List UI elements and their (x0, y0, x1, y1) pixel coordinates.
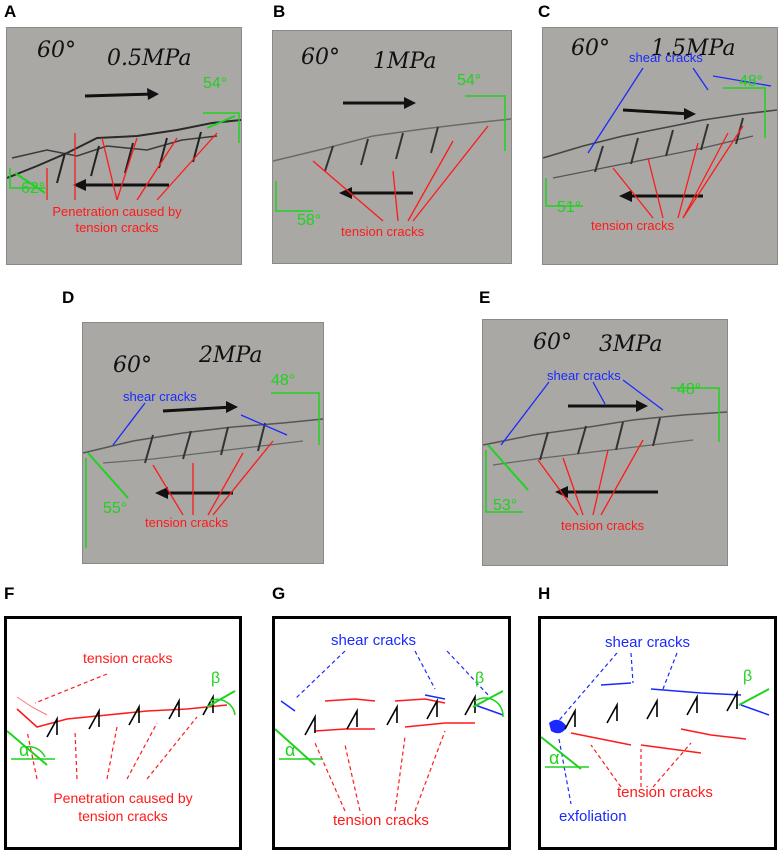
panel-e-red-text-1: tension cracks (561, 518, 645, 533)
panel-c-pressure: 1.5MPa (651, 36, 736, 61)
panel-d-shear-text: shear cracks (123, 389, 197, 404)
photo-panel-a: 60° 0.5MPa 54° 62° Penetration caused by… (6, 27, 242, 265)
panel-d-angle: 60° (113, 353, 152, 378)
panel-a-red-text-1: Penetration caused by (52, 204, 182, 219)
panel-letter-b: B (273, 2, 286, 21)
panel-letter-a: A (4, 2, 17, 21)
panel-d-alpha: 55° (103, 500, 128, 517)
panel-e-angle: 60° (533, 330, 572, 355)
sketch-panel-g: shear cracks β α tension cracks (272, 616, 511, 850)
panel-letter-f: F (4, 584, 15, 603)
panel-h-bottom-red: tension cracks (617, 784, 713, 801)
panel-a-drawing (7, 88, 241, 201)
panel-c-angle: 60° (571, 36, 610, 61)
sketch-panel-f: tension cracks β α Penetration caused by… (4, 616, 242, 850)
photo-panel-b: 60° 1MPa 54° 58° tension cracks (272, 30, 512, 264)
panel-g-drawing (275, 650, 504, 812)
panel-e-alpha: 53° (493, 497, 518, 514)
panel-f-bottom-red-1: Penetration caused by (53, 790, 193, 806)
panel-letter-g: G (272, 584, 286, 603)
panel-c-alpha: 51° (557, 199, 582, 216)
panel-f-top-red: tension cracks (83, 650, 173, 666)
panel-e-pressure: 3MPa (599, 332, 663, 357)
panel-g-beta: β (475, 670, 485, 687)
panel-d-beta: 48° (271, 372, 296, 389)
panel-b-alpha: 58° (297, 212, 322, 229)
panel-h-alpha: α (549, 748, 560, 768)
photo-panel-d: 60° 2MPa shear cracks 48° 55° tension cr… (82, 322, 324, 564)
photo-panel-c: 60° 1.5MPa shear cracks 48° 51° tension … (542, 27, 778, 265)
panel-a-alpha: 62° (21, 180, 46, 197)
sketch-panel-h: shear cracks β α tension cracks exfoliat… (538, 616, 777, 850)
panel-b-drawing (273, 95, 511, 222)
panel-b-pressure: 1MPa (373, 49, 437, 74)
panel-e-beta: 48° (677, 381, 702, 398)
panel-b-red-text-1: tension cracks (341, 224, 425, 239)
panel-c-drawing (543, 67, 777, 219)
panel-e-drawing (483, 379, 727, 516)
panel-a-pressure: 0.5MPa (107, 46, 192, 71)
panel-g-bottom-red: tension cracks (333, 812, 429, 829)
panel-b-angle: 60° (301, 45, 340, 70)
panel-letter-d: D (62, 288, 75, 307)
panel-a-red-text-2: tension cracks (75, 220, 159, 235)
panel-f-beta: β (211, 670, 221, 687)
panel-letter-h: H (538, 584, 551, 603)
panel-a-beta: 54° (203, 75, 228, 92)
panel-d-drawing (83, 392, 323, 548)
panel-g-alpha: α (285, 740, 296, 760)
panel-g-top-blue: shear cracks (331, 632, 417, 649)
panel-b-beta: 54° (457, 72, 482, 89)
panel-f-alpha: α (19, 740, 30, 760)
panel-d-red-text-1: tension cracks (145, 515, 229, 530)
panel-h-beta: β (743, 668, 753, 685)
panel-f-bottom-red-2: tension cracks (78, 808, 168, 824)
panel-c-beta: 48° (739, 73, 764, 90)
panel-h-top-blue: shear cracks (605, 634, 691, 651)
panel-f-drawing (7, 673, 236, 780)
panel-c-red-text-1: tension cracks (591, 218, 675, 233)
panel-d-pressure: 2MPa (199, 343, 263, 368)
panel-c-shear-text: shear cracks (629, 50, 703, 65)
panel-h-drawing (541, 652, 770, 805)
panel-letter-c: C (538, 2, 551, 21)
panel-a-angle: 60° (37, 38, 76, 63)
panel-e-shear-text: shear cracks (547, 368, 621, 383)
panel-h-exfoliation: exfoliation (559, 808, 627, 825)
panel-letter-e: E (479, 288, 491, 307)
photo-panel-e: 60° 3MPa shear cracks 48° 53° tension cr… (482, 319, 728, 566)
